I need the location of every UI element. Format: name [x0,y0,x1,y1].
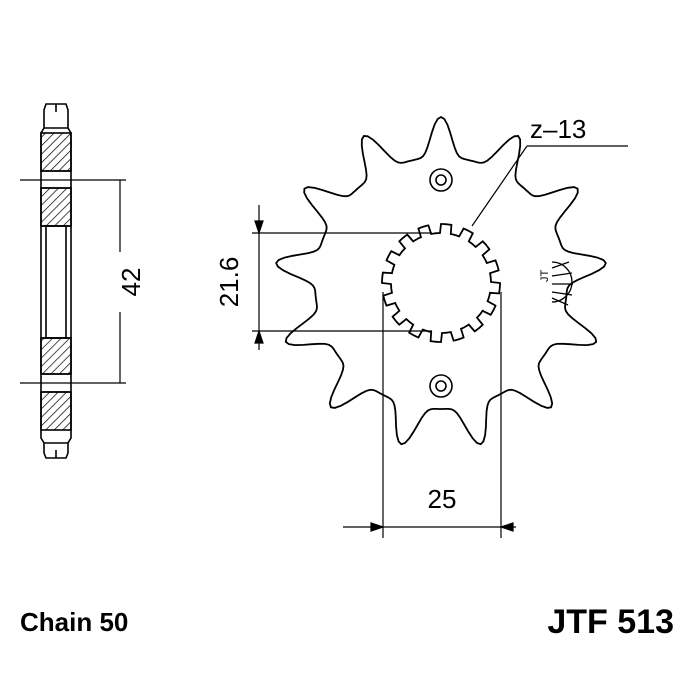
spline-hole [381,223,501,343]
teeth-count-leader [471,145,628,227]
svg-text:JT: JT [539,270,551,283]
bore-channel [45,225,67,339]
side-profile-view [40,103,72,459]
height-dimension [20,179,126,384]
upper-hatched-section [40,132,72,172]
chain-size-label: Chain 50 [20,607,129,637]
spline-dimension [252,205,432,350]
upper-hatched-section-2 [40,187,72,227]
sprocket-outline [275,115,607,446]
sprocket-front-view: JT [275,115,607,446]
spline-dim-label: 21.6 [214,257,244,308]
side-profile-outline [40,103,72,459]
height-dim-label: 42 [116,268,146,297]
lower-hatched-section-2 [40,391,72,431]
jt-logo-icon: JT [539,261,573,306]
part-number-label: JTF 513 [547,603,674,641]
bore-dimension [343,292,516,538]
teeth-count-label: z–13 [530,114,586,144]
bore-dim-label: 25 [428,484,457,514]
lower-bolt-hole [429,374,453,398]
upper-bolt-hole [429,168,453,192]
lower-hatched-section [40,337,72,375]
